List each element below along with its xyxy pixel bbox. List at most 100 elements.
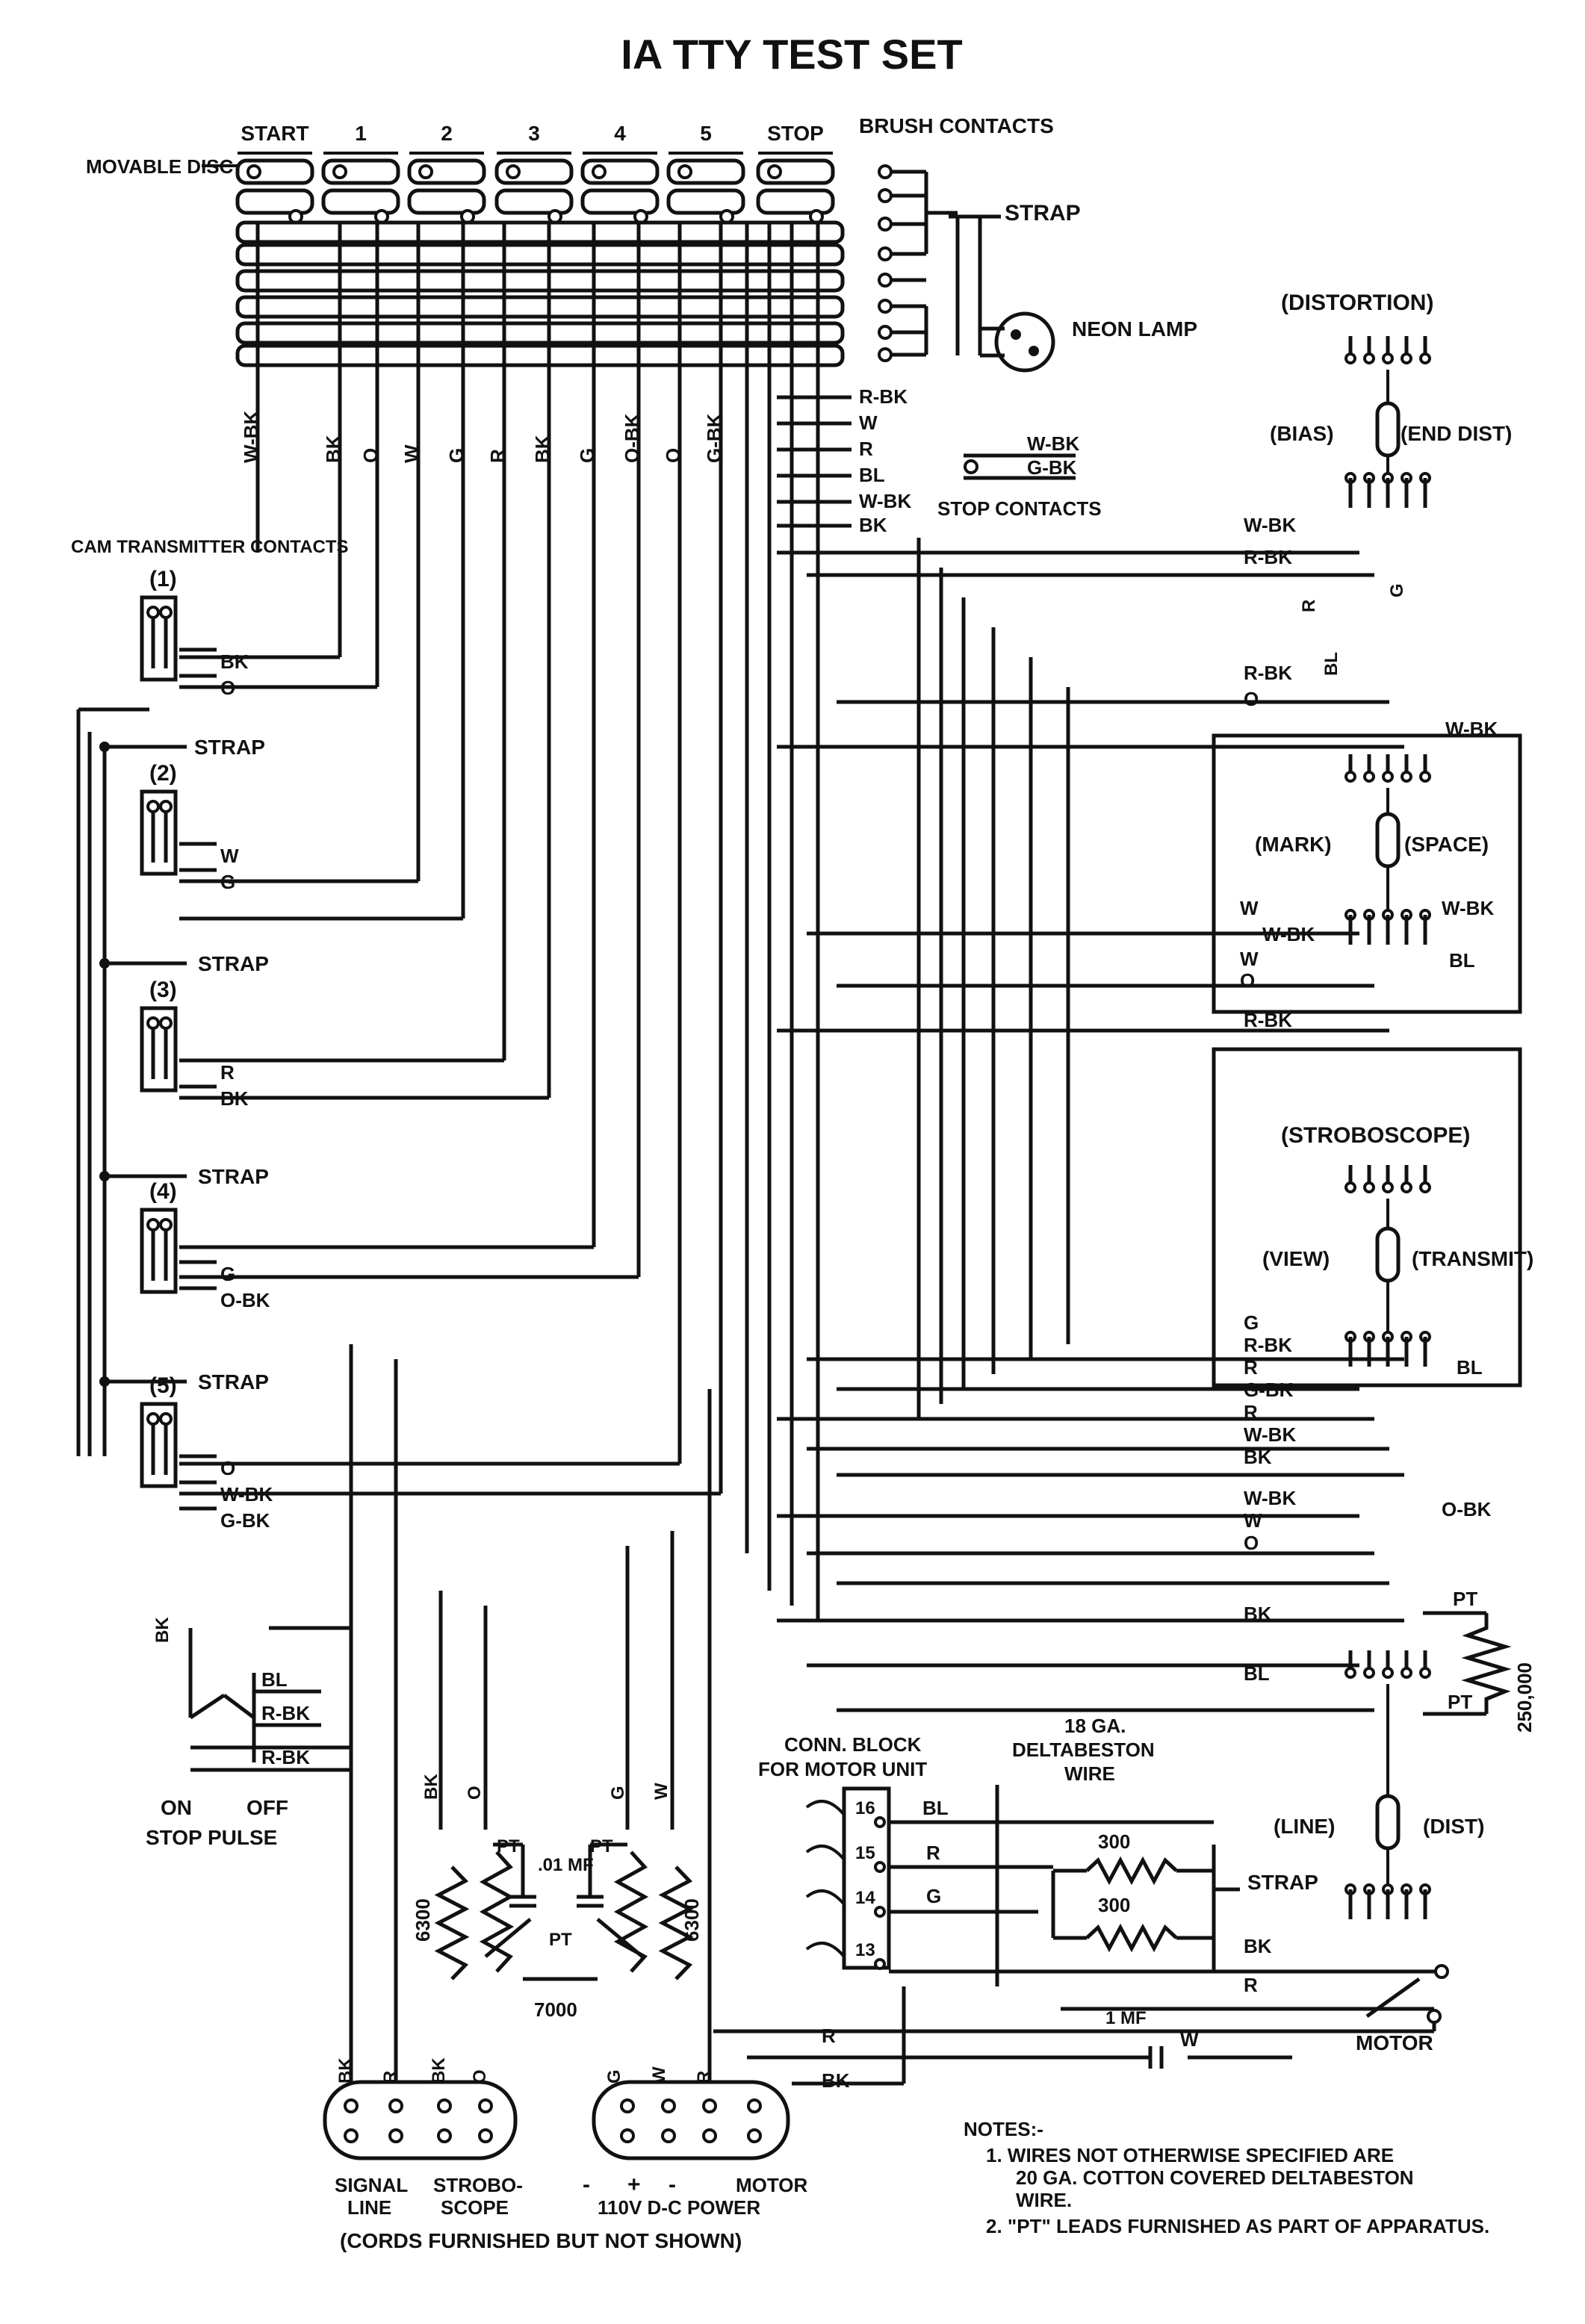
terminal bbox=[878, 217, 893, 232]
line-dist-switch-shape bbox=[1344, 1650, 1431, 1919]
cam-contact-body bbox=[140, 595, 178, 682]
top-code-o: O bbox=[465, 1786, 485, 1800]
conn-wire-stub bbox=[805, 1845, 846, 1861]
terminal bbox=[388, 2098, 403, 2113]
plug-label-minus-1: - bbox=[583, 2172, 590, 2197]
dist-vert-r: R bbox=[1299, 600, 1319, 612]
transmit-label: (TRANSMIT) bbox=[1412, 1247, 1533, 1270]
terminal bbox=[146, 1218, 160, 1231]
segment-box-upper bbox=[666, 158, 745, 185]
plug-code-bk-1: BK bbox=[335, 2057, 356, 2084]
view-label: (VIEW) bbox=[1262, 1247, 1330, 1270]
terminal bbox=[1363, 352, 1375, 364]
strobo-code-6: BK bbox=[1244, 1446, 1272, 1468]
note-2: 2. "PT" LEADS FURNISHED AS PART OF APPAR… bbox=[986, 2215, 1489, 2237]
terminal bbox=[1427, 2009, 1442, 2024]
terminal bbox=[146, 1412, 160, 1426]
r300-bottom-label: 300 bbox=[1098, 1894, 1130, 1916]
stop-contacts-code-2: G-BK bbox=[1027, 456, 1077, 479]
stop-pulse-code-bk: BK bbox=[152, 1617, 173, 1643]
conn-r-label: R bbox=[1244, 1974, 1258, 1996]
mark-space-switch-shape bbox=[1344, 754, 1431, 945]
terminal bbox=[437, 2128, 452, 2143]
r6300-left-label: 6300 bbox=[412, 1898, 434, 1942]
strobo-code-1: R-BK bbox=[1244, 1334, 1292, 1356]
conn-code-r: R bbox=[926, 1842, 940, 1864]
mark-bottom-code-3: O bbox=[1240, 969, 1255, 992]
terminal bbox=[506, 164, 521, 179]
conn-block: CONN. BLOCK FOR MOTOR UNIT 18 GA. DELTAB… bbox=[758, 1715, 1318, 1996]
plug-label-signal-line-1: SIGNAL bbox=[335, 2174, 408, 2196]
wire-note-line-3: WIRE bbox=[1064, 1762, 1115, 1785]
terminal bbox=[1363, 771, 1375, 783]
ring-lines bbox=[235, 164, 958, 367]
switch-shapes bbox=[1344, 336, 1431, 1919]
segment-label-2: 2 bbox=[441, 122, 453, 145]
cam-code-3-0: R bbox=[220, 1061, 235, 1084]
mark-label: (MARK) bbox=[1255, 833, 1332, 856]
distributor-right-code-5: BK bbox=[859, 514, 887, 536]
motor: MOTOR 1 MF W bbox=[1105, 2008, 1433, 2054]
cam-contact-body bbox=[140, 789, 178, 876]
conn-terminal-16: 16 bbox=[855, 1798, 875, 1818]
mark-top-code-1: O bbox=[1244, 688, 1259, 710]
wire-note-line-2: DELTABESTON bbox=[1012, 1739, 1155, 1761]
terminal bbox=[478, 2128, 493, 2143]
terminal bbox=[767, 164, 782, 179]
terminal bbox=[478, 2098, 493, 2113]
segment-box-lower bbox=[235, 188, 314, 215]
terminal bbox=[159, 800, 173, 813]
terminal bbox=[878, 347, 893, 362]
distributor-right-code-4: W-BK bbox=[859, 490, 911, 512]
ring-track bbox=[235, 344, 845, 367]
conn-terminal-14: 14 bbox=[855, 1888, 875, 1908]
strobo-frame bbox=[1212, 1047, 1522, 1388]
terminal bbox=[1434, 1964, 1449, 1979]
resistor-6300-right bbox=[658, 1865, 694, 1980]
terminal bbox=[437, 2098, 452, 2113]
cam-strap-0: STRAP bbox=[194, 736, 265, 759]
wire-note-line-1: 18 GA. bbox=[1064, 1715, 1126, 1737]
note-1-line-1: 1. WIRES NOT OTHERWISE SPECIFIED ARE bbox=[986, 2144, 1394, 2166]
conn-terminal-13: 13 bbox=[855, 1940, 875, 1960]
conn-block-title-1: CONN. BLOCK bbox=[784, 1733, 922, 1756]
mark-bottom-code-4: R-BK bbox=[1244, 1009, 1292, 1031]
top-code-g: G bbox=[608, 1786, 628, 1800]
terminal bbox=[1401, 1667, 1412, 1679]
resistor-250000-label: 250,000 bbox=[1513, 1662, 1536, 1733]
segment-box-lower bbox=[321, 188, 400, 215]
terminal bbox=[1401, 1181, 1412, 1193]
segment-label-3: 3 bbox=[528, 122, 540, 145]
terminal bbox=[146, 606, 160, 619]
terminal bbox=[677, 164, 692, 179]
terminal bbox=[1344, 1667, 1356, 1679]
cam-strap-2: STRAP bbox=[198, 1165, 269, 1188]
lower-components: 6300 6300 .01 MF PT PT PT 7000 BK O G W … bbox=[335, 1774, 1449, 2092]
conn-terminal-15: 15 bbox=[855, 1843, 875, 1863]
lever-oval bbox=[1375, 1226, 1401, 1283]
segment-box-lower bbox=[666, 188, 745, 215]
strap-label: STRAP bbox=[1005, 201, 1081, 226]
pt-label-1: PT bbox=[497, 1836, 520, 1857]
plug-label-strobo-2: SCOPE bbox=[441, 2196, 509, 2219]
terminal bbox=[661, 2098, 676, 2113]
plug-code-o: O bbox=[470, 2069, 490, 2084]
terminal bbox=[146, 800, 160, 813]
distortion-switch: (DISTORTION) (BIAS) (END DIST) bbox=[1270, 290, 1512, 445]
motor-w-label: W bbox=[1180, 2028, 1199, 2051]
strobo-code-11: BL bbox=[1244, 1662, 1270, 1685]
ring-track bbox=[235, 321, 845, 345]
terminal bbox=[344, 2128, 359, 2143]
strobo-pot-left bbox=[479, 1851, 515, 1973]
terminal bbox=[878, 325, 893, 340]
strobo-code-4: R bbox=[1244, 1401, 1258, 1423]
mark-top-code-0: R-BK bbox=[1244, 662, 1292, 684]
pt-label-2: PT bbox=[590, 1836, 613, 1857]
conn-code-bl: BL bbox=[922, 1797, 949, 1819]
conn-bk-label: BK bbox=[1244, 1935, 1272, 1957]
bias-label: (BIAS) bbox=[1270, 422, 1334, 445]
mark-space-frame bbox=[1212, 733, 1522, 1014]
stroboscope-switch-shape bbox=[1344, 1165, 1431, 1367]
